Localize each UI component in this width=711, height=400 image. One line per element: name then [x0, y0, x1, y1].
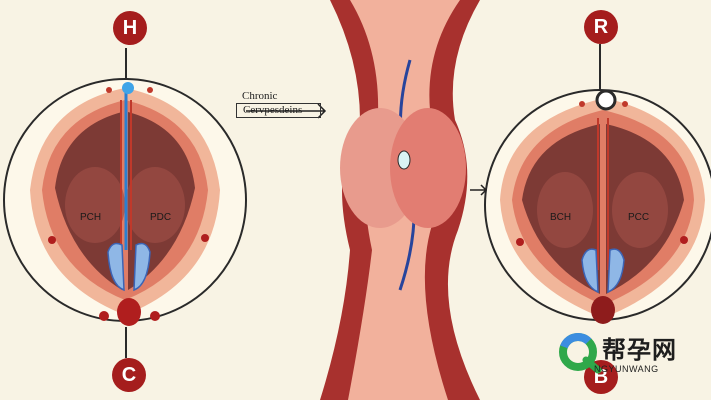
left-cervix-os — [117, 298, 141, 326]
left-valve-left — [107, 242, 125, 292]
right-side-node-a — [516, 238, 524, 246]
green-q-logo-icon — [559, 333, 602, 374]
callout-line-2: Cervpesdeins — [236, 103, 322, 118]
left-region-label-a: PCH — [80, 212, 101, 223]
left-region-label-b: PDC — [150, 212, 171, 223]
watermark-sub: NGYUNWANG — [594, 364, 659, 374]
left-valve-right — [133, 242, 151, 292]
left-side-node-a — [48, 236, 56, 244]
left-side-node-b — [201, 234, 209, 242]
left-top-dot-a — [106, 87, 112, 93]
left-small-node-a — [99, 311, 109, 321]
label-r-badge: R — [584, 10, 618, 44]
label-h-text: H — [122, 16, 138, 39]
watermark-logo: 帮孕网 NGYUNWANG — [556, 330, 706, 380]
right-region-label-b: PCC — [628, 212, 649, 223]
right-valve-left — [581, 248, 599, 294]
left-lobe-highlight-a — [65, 167, 125, 243]
left-top-dot-b — [147, 87, 153, 93]
right-side-node-b — [680, 236, 688, 244]
center-droplet — [397, 150, 411, 170]
right-top-dot-a — [579, 101, 585, 107]
center-lobe-right — [390, 108, 466, 228]
right-cross-section: BCH PCC — [484, 44, 711, 324]
right-valve-right — [607, 248, 625, 294]
right-top-dot-b — [622, 101, 628, 107]
callout-line-1: Chronic — [242, 90, 278, 102]
right-lobe-highlight-a — [537, 172, 593, 248]
label-h-badge: H — [113, 11, 147, 45]
right-arrow-icon — [470, 184, 488, 196]
left-lobe-highlight-b — [125, 167, 185, 243]
label-c-text: C — [121, 363, 137, 386]
right-lobe-highlight-b — [612, 172, 668, 248]
right-cervix-os — [591, 296, 615, 324]
center-illustration — [320, 0, 480, 400]
left-small-node-b — [150, 311, 160, 321]
left-top-node — [122, 82, 134, 94]
label-c-badge: C — [112, 358, 146, 392]
watermark-brand: 帮孕网 — [602, 336, 677, 364]
left-cross-section: PCH PDC — [3, 48, 247, 358]
right-region-label-a: BCH — [550, 212, 571, 223]
callout-label: Chronic Cervpesdeins — [234, 90, 322, 118]
right-top-ring — [595, 89, 617, 111]
label-r-text: R — [593, 15, 609, 38]
